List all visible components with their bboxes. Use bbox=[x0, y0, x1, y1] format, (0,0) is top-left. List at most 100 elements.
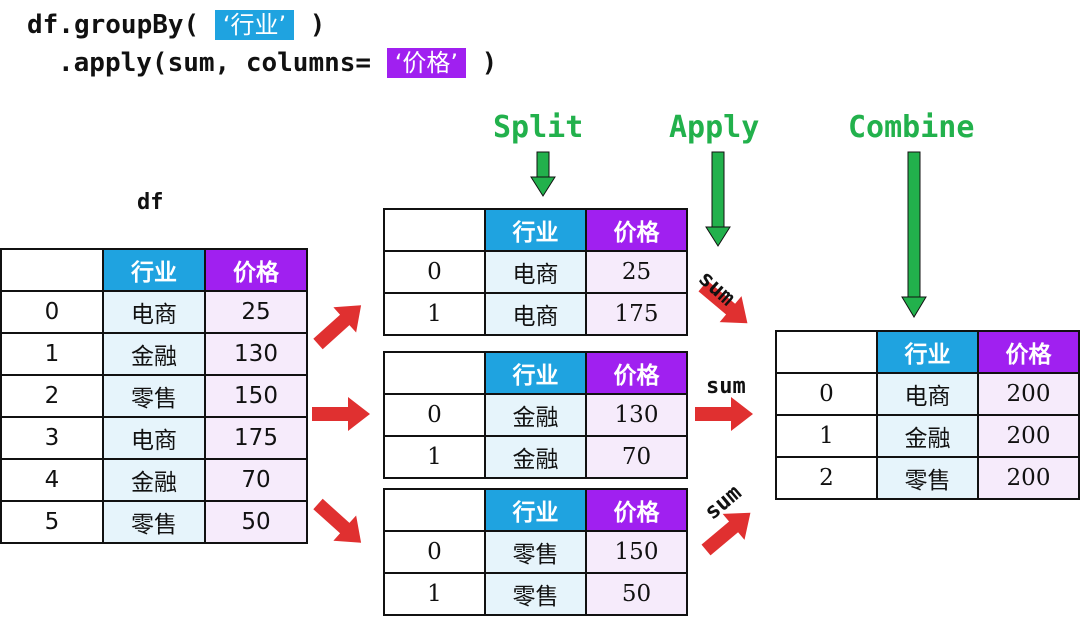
row-index: 1 bbox=[0, 332, 104, 376]
price-cell: 130 bbox=[585, 393, 688, 437]
apply-down-arrow-icon bbox=[705, 151, 731, 247]
code-line-2-prefix: .apply(sum, columns= bbox=[58, 48, 372, 78]
industry-cell: 金融 bbox=[484, 393, 587, 437]
split-table-retail: 行业 价格 0 零售 150 1 零售 50 bbox=[383, 488, 688, 616]
row-index: 0 bbox=[0, 290, 104, 334]
split-arrow-right-icon bbox=[312, 397, 370, 431]
row-index: 1 bbox=[383, 292, 486, 336]
table-row: 0 金融 130 bbox=[383, 393, 688, 437]
table-row: 3 电商 175 bbox=[0, 416, 308, 460]
price-cell: 70 bbox=[585, 435, 688, 479]
industry-cell: 金融 bbox=[876, 414, 979, 458]
row-index: 0 bbox=[383, 393, 486, 437]
split-arrow-down-icon bbox=[306, 491, 373, 556]
price-cell: 25 bbox=[204, 290, 308, 334]
industry-cell: 零售 bbox=[102, 374, 206, 418]
table-row: 5 零售 50 bbox=[0, 500, 308, 544]
table-row: 1 金融 130 bbox=[0, 332, 308, 376]
df-table: 行业 价格 0 电商 25 1 金融 130 2 零售 150 3 电商 175… bbox=[0, 248, 308, 544]
index-header bbox=[0, 248, 104, 292]
row-index: 0 bbox=[383, 530, 486, 574]
code-line-1-prefix: df.groupBy( bbox=[27, 10, 200, 40]
price-header: 价格 bbox=[585, 488, 688, 532]
stage-apply-label: Apply bbox=[669, 110, 760, 145]
index-header bbox=[775, 330, 878, 374]
index-header bbox=[383, 351, 486, 395]
row-index: 3 bbox=[0, 416, 104, 460]
row-index: 0 bbox=[383, 250, 486, 294]
industry-header: 行业 bbox=[484, 208, 587, 252]
price-cell: 175 bbox=[585, 292, 688, 336]
table-row: 2 零售 150 bbox=[0, 374, 308, 418]
price-cell: 130 bbox=[204, 332, 308, 376]
table-row: 0 电商 25 bbox=[0, 290, 308, 334]
row-index: 1 bbox=[775, 414, 878, 458]
price-cell: 25 bbox=[585, 250, 688, 294]
industry-cell: 电商 bbox=[876, 372, 979, 416]
industry-header: 行业 bbox=[484, 488, 587, 532]
table-row: 2 零售 200 bbox=[775, 456, 1080, 500]
price-cell: 70 bbox=[204, 458, 308, 502]
row-index: 5 bbox=[0, 500, 104, 544]
price-header: 价格 bbox=[977, 330, 1080, 374]
table-row: 1 电商 175 bbox=[383, 292, 688, 336]
row-index: 1 bbox=[383, 435, 486, 479]
industry-cell: 电商 bbox=[484, 250, 587, 294]
price-cell: 150 bbox=[204, 374, 308, 418]
price-header: 价格 bbox=[585, 208, 688, 252]
table-row: 1 金融 70 bbox=[383, 435, 688, 479]
industry-header: 行业 bbox=[102, 248, 206, 292]
row-index: 2 bbox=[0, 374, 104, 418]
price-header: 价格 bbox=[204, 248, 308, 292]
row-index: 2 bbox=[775, 456, 878, 500]
price-cell: 175 bbox=[204, 416, 308, 460]
table-row: 1 零售 50 bbox=[383, 572, 688, 616]
row-index: 0 bbox=[775, 372, 878, 416]
industry-cell: 零售 bbox=[102, 500, 206, 544]
industry-cell: 金融 bbox=[484, 435, 587, 479]
price-cell: 50 bbox=[585, 572, 688, 616]
stage-combine-label: Combine bbox=[848, 110, 975, 145]
industry-cell: 金融 bbox=[102, 332, 206, 376]
code-line-2: .apply(sum, columns= ‘价格’ ) bbox=[58, 46, 497, 80]
table-row: 0 电商 200 bbox=[775, 372, 1080, 416]
price-header: 价格 bbox=[585, 351, 688, 395]
split-arrow-up-icon bbox=[306, 292, 373, 357]
price-cell: 50 bbox=[204, 500, 308, 544]
code-line-2-suffix: ) bbox=[481, 48, 498, 78]
stage-split-label: Split bbox=[493, 110, 584, 145]
combined-table: 行业 价格 0 电商 200 1 金融 200 2 零售 200 bbox=[775, 330, 1080, 500]
price-cell: 200 bbox=[977, 372, 1080, 416]
industry-cell: 电商 bbox=[102, 416, 206, 460]
combine-arrow-right-icon bbox=[695, 397, 753, 431]
index-header bbox=[383, 488, 486, 532]
table-row: 0 电商 25 bbox=[383, 250, 688, 294]
sum-label-middle: sum bbox=[706, 374, 746, 399]
industry-cell: 零售 bbox=[484, 572, 587, 616]
row-index: 4 bbox=[0, 458, 104, 502]
industry-header: 行业 bbox=[484, 351, 587, 395]
df-label: df bbox=[137, 190, 164, 215]
split-table-ecommerce: 行业 价格 0 电商 25 1 电商 175 bbox=[383, 208, 688, 336]
industry-cell: 电商 bbox=[102, 290, 206, 334]
row-index: 1 bbox=[383, 572, 486, 616]
table-row: 4 金融 70 bbox=[0, 458, 308, 502]
table-row: 0 零售 150 bbox=[383, 530, 688, 574]
price-cell: 200 bbox=[977, 414, 1080, 458]
split-down-arrow-icon bbox=[530, 151, 556, 197]
groupby-arg-highlight: ‘行业’ bbox=[214, 10, 295, 40]
index-header bbox=[383, 208, 486, 252]
price-cell: 150 bbox=[585, 530, 688, 574]
price-cell: 200 bbox=[977, 456, 1080, 500]
combine-down-arrow-icon bbox=[901, 151, 927, 318]
split-table-finance: 行业 价格 0 金融 130 1 金融 70 bbox=[383, 351, 688, 479]
code-line-1: df.groupBy( ‘行业’ ) bbox=[27, 8, 325, 42]
industry-cell: 零售 bbox=[484, 530, 587, 574]
industry-cell: 电商 bbox=[484, 292, 587, 336]
columns-arg-highlight: ‘价格’ bbox=[386, 48, 466, 78]
industry-cell: 零售 bbox=[876, 456, 979, 500]
industry-header: 行业 bbox=[876, 330, 979, 374]
industry-cell: 金融 bbox=[102, 458, 206, 502]
table-row: 1 金融 200 bbox=[775, 414, 1080, 458]
